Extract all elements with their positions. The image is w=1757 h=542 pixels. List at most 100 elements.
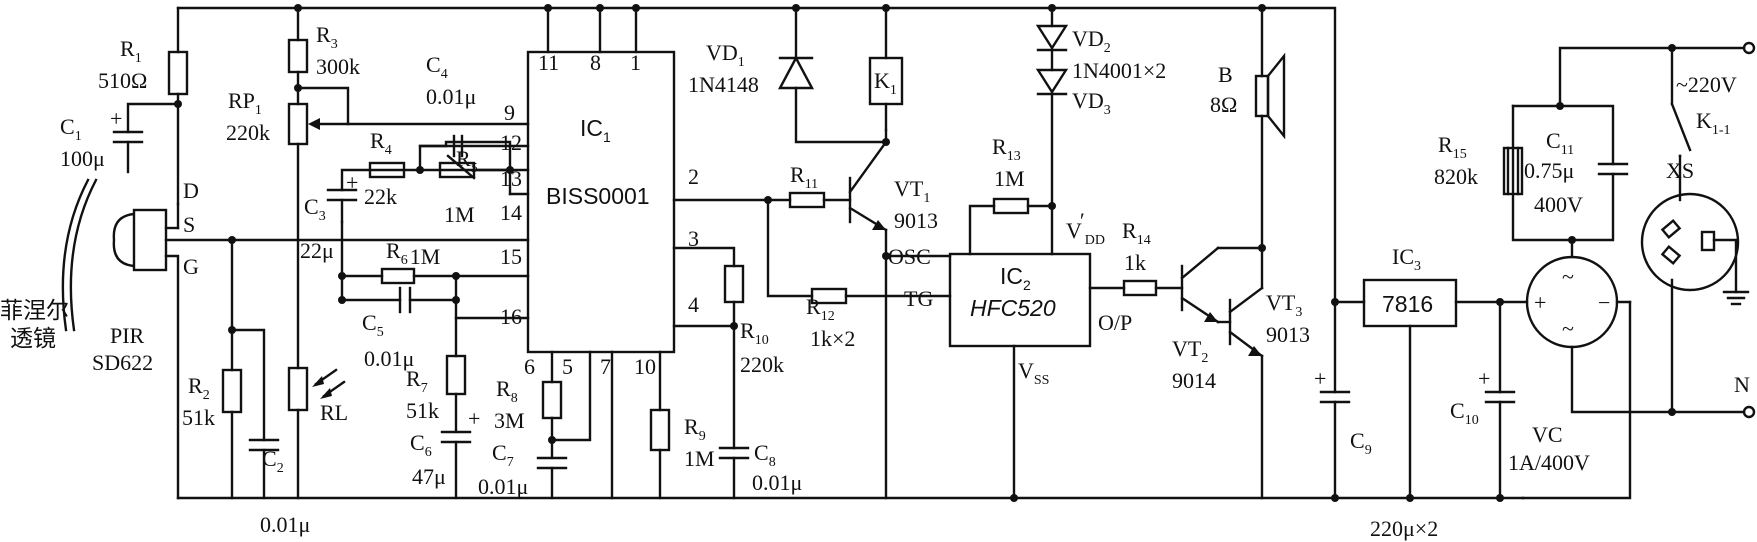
svg-text:100μ: 100μ (60, 146, 105, 171)
svg-text:R61M: R61M (386, 238, 440, 269)
svg-text:VD3: VD3 (1072, 88, 1111, 118)
terminal-N (1742, 405, 1756, 419)
node-dot (1496, 494, 1504, 502)
svg-text:SD622: SD622 (92, 350, 153, 375)
neutral-label: N (1734, 372, 1750, 397)
R3-resistor: R3 300k (287, 6, 360, 106)
IC2-hfc520: IC2 HFC520 OSC TG V′DD O/P VSS (888, 208, 1132, 388)
IC1-biss0001: 11 8 1 9 12 13 14 15 16 2 3 4 6 5 7 10 I… (500, 6, 699, 379)
svg-text:4: 4 (688, 292, 699, 317)
node-dot (632, 4, 640, 12)
svg-text:47μ: 47μ (412, 464, 446, 489)
svg-text:8: 8 (590, 50, 601, 75)
svg-text:+: + (1534, 290, 1546, 315)
svg-text:VSS: VSS (1018, 358, 1049, 388)
svg-text:C3: C3 (304, 194, 326, 224)
svg-text:G: G (183, 254, 199, 279)
svg-text:9: 9 (504, 100, 515, 125)
svg-text:1M: 1M (994, 166, 1025, 191)
C7-capacitor: C7 0.01μ (478, 438, 568, 500)
node-dot (1406, 494, 1414, 502)
svg-text:9013: 9013 (894, 208, 938, 233)
svg-text:O/P: O/P (1098, 310, 1132, 335)
svg-text:C1: C1 (60, 114, 82, 144)
svg-text:K1-1: K1-1 (1696, 108, 1731, 138)
R14-resistor: R14 1k (1088, 218, 1184, 297)
K1-relay: K1 (868, 6, 904, 132)
svg-text:9013: 9013 (1266, 322, 1310, 347)
svg-text:1M: 1M (444, 202, 475, 227)
svg-text:51k: 51k (182, 405, 215, 430)
svg-text:C9: C9 (1350, 428, 1372, 458)
B-speaker: B 8Ω (1210, 6, 1286, 250)
mains-label: ~220V (1676, 72, 1737, 97)
svg-text:+: + (346, 170, 358, 195)
svg-text:11: 11 (538, 50, 559, 75)
terminal-L (1742, 41, 1756, 55)
svg-text:22k: 22k (364, 184, 397, 209)
svg-text:RP1: RP1 (228, 88, 262, 118)
svg-text:C5: C5 (362, 310, 384, 340)
RP1-potentiometer: RP1 220k (226, 86, 350, 370)
VC-bridge-rectifier: ~ ~ + − VC 1A/400V (1498, 238, 1674, 500)
R9-resistor: R9 1M (649, 350, 715, 500)
node-dot (1010, 494, 1018, 502)
svg-text:R15: R15 (1438, 132, 1467, 162)
svg-text:+: + (110, 106, 122, 131)
node-dot (792, 4, 800, 12)
VD1-diode: VD1 1N4148 (688, 6, 888, 144)
IC3-7816-regulator: 7816 IC3 (1333, 244, 1502, 500)
svg-text:透镜: 透镜 (10, 326, 56, 352)
svg-text:5: 5 (562, 354, 573, 379)
svg-text:R2: R2 (188, 373, 210, 403)
node-dot (882, 252, 890, 260)
pir-sensor-sd622: D S G PIR SD622 (92, 178, 530, 500)
svg-text:BISS0001: BISS0001 (546, 183, 650, 209)
svg-text:R1: R1 (120, 36, 142, 66)
svg-text:1N4001×2: 1N4001×2 (1072, 58, 1166, 83)
node-dot (338, 296, 346, 304)
C9-capacitor: + C9 (1314, 300, 1372, 500)
VT2-transistor: VT2 9014 (1172, 246, 1264, 393)
svg-text:R9: R9 (684, 414, 706, 444)
svg-text:+: + (1314, 366, 1326, 391)
svg-text:C4: C4 (426, 52, 448, 82)
svg-text:8Ω: 8Ω (1210, 92, 1237, 117)
K1-1-relay-contact: K1-1 (1670, 46, 1731, 202)
svg-text:300k: 300k (316, 54, 360, 79)
svg-text:IC2: IC2 (1000, 263, 1031, 293)
svg-text:VD1: VD1 (706, 40, 745, 70)
svg-text:VC: VC (1532, 422, 1563, 447)
svg-text:3M: 3M (494, 408, 525, 433)
R11-resistor: R11 (766, 162, 852, 209)
svg-text:VT1: VT1 (894, 176, 930, 206)
node-dot (1331, 494, 1339, 502)
svg-text:R5: R5 (456, 146, 478, 176)
svg-text:1k: 1k (1124, 250, 1146, 275)
svg-text:菲涅尔: 菲涅尔 (0, 298, 69, 324)
svg-text:IC1: IC1 (580, 115, 611, 145)
svg-text:RL: RL (320, 400, 348, 425)
R15-resistor: R15 820k (1434, 104, 1574, 242)
svg-text:15: 15 (500, 244, 522, 269)
svg-text:V′DD: V′DD (1066, 208, 1105, 248)
node-dot (596, 4, 604, 12)
RL-photoresistor: RL (287, 366, 348, 500)
svg-text:+: + (1478, 366, 1490, 391)
svg-text:HFC520: HFC520 (970, 295, 1056, 321)
svg-text:R11: R11 (790, 162, 818, 192)
svg-text:1: 1 (630, 50, 641, 75)
wire-mains-line (1558, 46, 1674, 108)
node-dot (730, 322, 738, 330)
svg-text:1A/400V: 1A/400V (1508, 450, 1590, 475)
svg-text:K1: K1 (874, 68, 897, 98)
svg-text:2: 2 (688, 164, 699, 189)
VT1-transistor: VT1 9013 (848, 128, 938, 500)
C4-capacitor-label: C4 0.01μ (426, 52, 476, 109)
svg-text:VT2: VT2 (1172, 336, 1208, 366)
C6-capacitor: + C6 47μ (410, 406, 480, 500)
svg-text:10: 10 (634, 354, 656, 379)
svg-text:0.75μ: 0.75μ (1524, 158, 1574, 183)
svg-text:R14: R14 (1122, 218, 1151, 248)
